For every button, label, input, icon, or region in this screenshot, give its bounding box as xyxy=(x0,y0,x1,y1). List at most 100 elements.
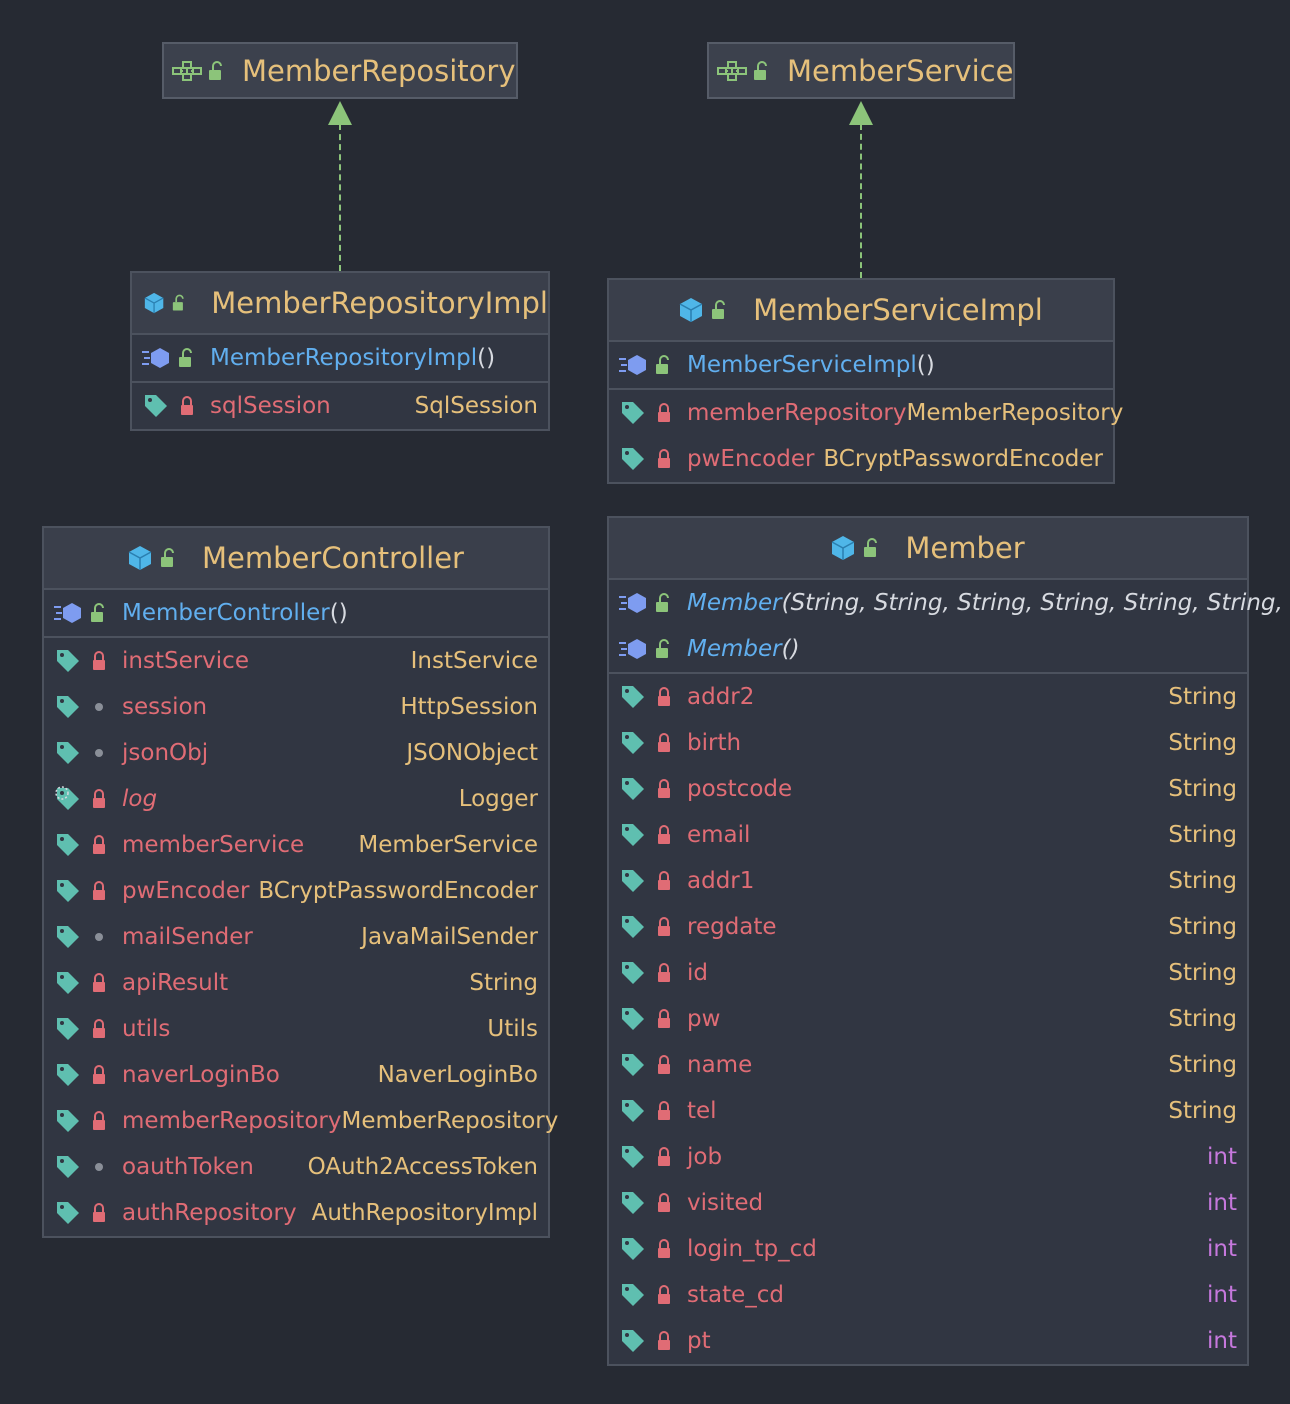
constructor-row[interactable]: MemberController() xyxy=(44,590,548,636)
field-tag-icon xyxy=(617,1190,649,1216)
field-row[interactable]: sqlSession SqlSession xyxy=(132,383,548,429)
private-lock-icon xyxy=(649,1147,679,1167)
class-header: MemberController xyxy=(44,528,548,590)
field-tag-icon xyxy=(617,822,649,848)
interface-icon xyxy=(717,60,771,82)
constructor-row[interactable]: MemberRepositoryImpl() xyxy=(132,335,548,381)
class-name: MemberRepositoryImpl xyxy=(211,286,548,320)
class-member-controller[interactable]: MemberController MemberController() inst… xyxy=(42,526,558,1238)
field-row[interactable]: memberRepository MemberRepository xyxy=(609,390,1123,436)
field-name: addr1 xyxy=(687,868,755,894)
class-member-service-impl[interactable]: MemberServiceImpl MemberServiceImpl() me… xyxy=(607,278,1123,484)
public-lock-icon xyxy=(649,593,679,613)
private-lock-icon xyxy=(84,881,114,901)
field-name: tel xyxy=(687,1098,717,1124)
field-type: int xyxy=(1207,1190,1237,1216)
field-type: String xyxy=(1168,776,1237,802)
class-member-repository-impl[interactable]: MemberRepositoryImpl MemberRepositoryImp… xyxy=(130,271,550,431)
field-type: Logger xyxy=(458,786,538,812)
private-lock-icon xyxy=(649,825,679,845)
constructor-row[interactable]: Member(String, String, String, String, S… xyxy=(609,580,1283,626)
field-row[interactable]: log Logger xyxy=(44,776,548,822)
field-row[interactable]: regdate String xyxy=(609,904,1247,950)
field-tag-icon xyxy=(52,1154,84,1180)
interface-name: MemberRepository xyxy=(242,53,516,88)
field-tag-icon xyxy=(617,1236,649,1262)
field-name: postcode xyxy=(687,776,793,802)
constructor-row[interactable]: MemberServiceImpl() xyxy=(609,342,1113,388)
field-type: String xyxy=(1168,1098,1237,1124)
constructor-name: Member xyxy=(687,590,782,616)
class-icon xyxy=(831,536,855,560)
field-name: memberRepository xyxy=(687,400,907,426)
field-type: String xyxy=(1168,822,1237,848)
constructor-row[interactable]: Member() xyxy=(609,626,1247,672)
class-name: MemberServiceImpl xyxy=(753,293,1043,327)
field-tag-icon xyxy=(617,1144,649,1170)
field-tag-icon xyxy=(52,832,84,858)
field-name: pw xyxy=(687,1006,721,1032)
class-header: MemberServiceImpl xyxy=(609,280,1113,342)
interface-member-repository[interactable]: MemberRepository xyxy=(162,42,518,99)
constructor-name: Member xyxy=(687,636,782,662)
field-tag-icon xyxy=(617,1006,649,1032)
field-name: regdate xyxy=(687,914,777,940)
field-tag-icon xyxy=(617,776,649,802)
field-row[interactable]: tel String xyxy=(609,1088,1247,1134)
interface-icon xyxy=(172,60,226,82)
field-tag-icon xyxy=(617,1282,649,1308)
field-type: HttpSession xyxy=(400,694,538,720)
field-type: String xyxy=(1168,684,1237,710)
field-type: JSONObject xyxy=(406,740,538,766)
constructors-section: Member(String, String, String, String, S… xyxy=(609,580,1283,674)
field-name: addr2 xyxy=(687,684,755,710)
constructors-section: MemberRepositoryImpl() xyxy=(132,335,548,383)
field-type: SqlSession xyxy=(414,393,538,419)
class-member[interactable]: Member Member(String, String, String, St… xyxy=(607,516,1283,1366)
field-type: String xyxy=(1168,914,1237,940)
field-type: NaverLoginBo xyxy=(377,1062,538,1088)
private-lock-icon xyxy=(84,1019,114,1039)
private-lock-icon xyxy=(172,396,202,416)
public-lock-icon xyxy=(84,603,114,623)
public-lock-icon xyxy=(172,348,202,368)
interface-member-service[interactable]: MemberService xyxy=(707,42,1015,99)
field-name: state_cd xyxy=(687,1282,785,1308)
private-lock-icon xyxy=(649,1009,679,1029)
field-name: id xyxy=(687,960,708,986)
field-name: log xyxy=(122,786,158,812)
public-lock-icon xyxy=(209,60,222,80)
field-type: Utils xyxy=(487,1016,538,1042)
field-type: BCryptPasswordEncoder xyxy=(258,878,538,904)
field-row[interactable]: pwEncoder BCryptPasswordEncoder xyxy=(609,436,1113,482)
class-icon xyxy=(128,546,152,570)
class-header: MemberRepositoryImpl xyxy=(132,273,548,335)
constructor-name: MemberRepositoryImpl xyxy=(210,345,478,371)
public-lock-icon xyxy=(172,294,184,311)
field-row[interactable]: addr2 String xyxy=(609,674,1247,720)
field-row[interactable]: postcode String xyxy=(609,766,1247,812)
